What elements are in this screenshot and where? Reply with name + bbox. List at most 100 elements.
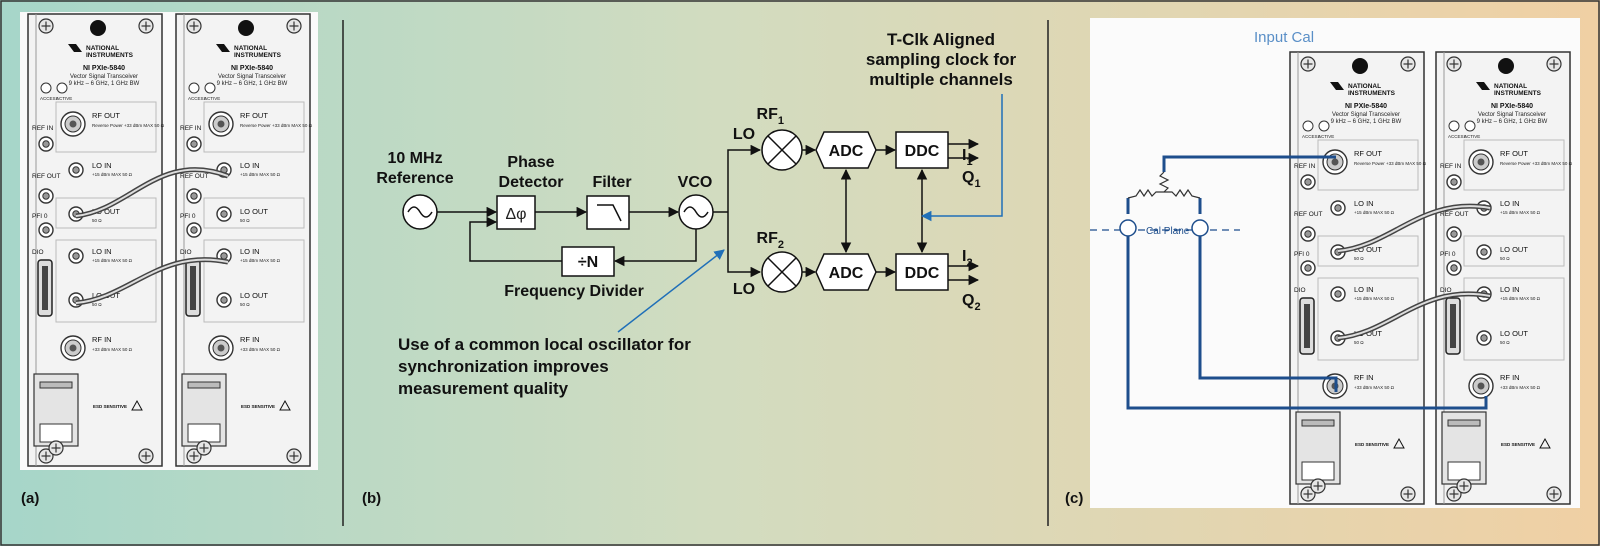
panel-c-label: (c): [1065, 490, 1083, 507]
esd-label: ESD SENSITIVE: [93, 404, 127, 409]
power-splitter: [1127, 171, 1201, 199]
lo-lower-box: [203, 239, 305, 323]
brand-line1: NATIONAL: [234, 45, 267, 52]
rf-in-spec: +33 dBm MAX 50 Ω: [92, 347, 133, 352]
adc-1-label: ADC: [829, 143, 864, 160]
lowpass-icon: [597, 204, 622, 222]
lo-in-2-spec: +15 dBm MAX 50 Ω: [1500, 296, 1541, 301]
ref-out-label: REF OUT: [32, 173, 61, 180]
lo-out-port-icon: [1476, 244, 1492, 260]
brand-line2: INSTRUMENTS: [86, 52, 134, 59]
lo-out-2-label: LO OUT: [1354, 329, 1382, 338]
rf-in-connector-icon: [60, 335, 86, 361]
cal-cables: [1126, 155, 1488, 410]
tclk-pointer: [920, 94, 1003, 222]
dio-slot: [1304, 304, 1310, 348]
rf-in-connector-icon: [208, 335, 234, 361]
lo-in-2-label: LO IN: [92, 247, 112, 256]
rf-in-spec: +33 dBm MAX 50 Ω: [1500, 385, 1541, 390]
phase-detector-symbol: Δφ: [505, 206, 526, 223]
dio-slot: [1450, 304, 1456, 348]
pfi0-port-icon: [38, 222, 54, 238]
vco-sine-icon: [683, 206, 709, 218]
lo-note-line2: synchronization improves: [398, 357, 609, 376]
handle-grip: [1447, 419, 1481, 427]
ref-out-port-icon: [186, 188, 202, 204]
rf-out-box: [1317, 139, 1419, 191]
ref-out-label: REF OUT: [1294, 211, 1323, 218]
ddc-1-label: DDC: [905, 143, 940, 160]
filter-label: Filter: [592, 174, 631, 191]
rf-out-connector-icon: [1468, 149, 1494, 175]
module-spec: 9 kHz – 6 GHz, 1 GHz BW: [1477, 119, 1548, 125]
tclk-note-line1: T-Clk Aligned: [887, 30, 995, 49]
lo-lower-box: [1463, 277, 1565, 361]
rf-out-connector-icon: [60, 111, 86, 137]
active-led-icon: [56, 82, 68, 94]
latch-screw-icon: [1310, 478, 1326, 494]
screw-icon: [286, 448, 302, 464]
lo-out-2-spec: 50 Ω: [92, 302, 102, 307]
tclk-note-line2: sampling clock for: [866, 50, 1017, 69]
screw-icon: [1400, 56, 1416, 72]
lo-in-port-icon: [68, 162, 84, 178]
i1-label: I1: [962, 147, 973, 168]
lo-out-port-icon: [216, 206, 232, 222]
panel-b: (b) 10 MHz Reference Phase Detector Δφ F…: [362, 30, 1016, 507]
ref-out-port-icon: [38, 188, 54, 204]
latch-screw-icon: [196, 440, 212, 456]
lo-out-2-spec: 50 Ω: [1500, 340, 1510, 345]
lo-note-pointer: [617, 249, 725, 333]
pfi0-label: PFI 0: [180, 213, 196, 220]
lo-out-label: LO OUT: [1354, 245, 1382, 254]
pd-label-line1: Phase: [507, 154, 554, 171]
ref-out-label: REF OUT: [1440, 211, 1469, 218]
lo-out-2-label: LO OUT: [1500, 329, 1528, 338]
status-led-icon: [238, 20, 254, 36]
brand-line2: INSTRUMENTS: [1348, 90, 1396, 97]
lo-out-spec: 50 Ω: [240, 218, 250, 223]
screw-icon: [1546, 486, 1562, 502]
screw-icon: [1546, 56, 1562, 72]
lo-in-label: LO IN: [240, 161, 260, 170]
lo-out-spec: 50 Ω: [1500, 256, 1510, 261]
rf-out-spec: Reverse Power +33 dBm MAX 50 Ω: [240, 123, 313, 128]
dio-slot: [190, 266, 196, 310]
lo-in-label: LO IN: [92, 161, 112, 170]
access-label: ACCESS: [1302, 134, 1321, 139]
rf-in-spec: +33 dBm MAX 50 Ω: [240, 347, 281, 352]
brand-line1: NATIONAL: [86, 45, 119, 52]
module-subtitle: Vector Signal Transceiver: [218, 74, 286, 80]
divider-label: Frequency Divider: [504, 283, 644, 300]
lo-in-2-label: LO IN: [1500, 285, 1520, 294]
lo-in-2-spec: +15 dBm MAX 50 Ω: [1354, 296, 1395, 301]
ni-logo-icon: [68, 44, 82, 52]
lo-in-2-port-icon: [68, 248, 84, 264]
mixer-1: [761, 129, 803, 171]
dio-slot: [42, 266, 48, 310]
lo-out-2-label: LO OUT: [240, 291, 268, 300]
brand-line1: NATIONAL: [1494, 83, 1527, 90]
lo-in-2-label: LO IN: [240, 247, 260, 256]
ref-in-label: REF IN: [1294, 163, 1316, 170]
lo-out-spec: 50 Ω: [92, 218, 102, 223]
pfi0-label: PFI 0: [32, 213, 48, 220]
rf-in-label: RF IN: [240, 335, 260, 344]
lo-in-spec: +15 dBm MAX 50 Ω: [1500, 210, 1541, 215]
lo-in-2-port-icon: [1330, 286, 1346, 302]
rf-out-label: RF OUT: [1354, 149, 1382, 158]
access-label: ACCESS: [40, 96, 59, 101]
status-led-icon: [1352, 58, 1368, 74]
tclk-note-line3: multiple channels: [869, 70, 1013, 89]
access-led-icon: [1448, 120, 1460, 132]
lo-out-box: [55, 197, 157, 229]
pfi0-label: PFI 0: [1294, 251, 1310, 258]
active-label: ACTIVE: [56, 96, 72, 101]
esd-warning-icon: [1539, 437, 1551, 449]
lo-out-box: [1317, 235, 1419, 267]
ddc-2: [895, 253, 949, 291]
handle-grip: [187, 381, 221, 389]
